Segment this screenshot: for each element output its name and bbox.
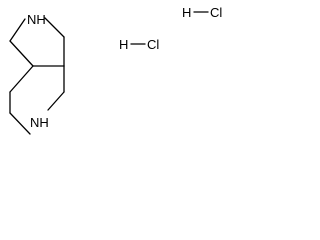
chemical-structure: NH NH H Cl H Cl [9,5,222,135]
bond [44,17,65,38]
bond [9,65,34,93]
atom-label-nh-bottom: NH [30,115,49,130]
atom-label-nh-top: NH [27,12,46,27]
upper-piperidine-ring [9,17,65,67]
hydrogen-label: H [119,37,128,52]
chlorine-label: Cl [147,37,159,52]
bond [9,40,34,67]
hcl-molecule: H Cl [119,37,159,52]
bond [47,91,65,111]
chlorine-label: Cl [210,5,222,20]
lower-piperidine-ring [9,65,65,135]
hcl-molecule: H Cl [182,5,222,20]
bond [9,18,26,42]
bond [9,112,31,135]
hydrogen-label: H [182,5,191,20]
